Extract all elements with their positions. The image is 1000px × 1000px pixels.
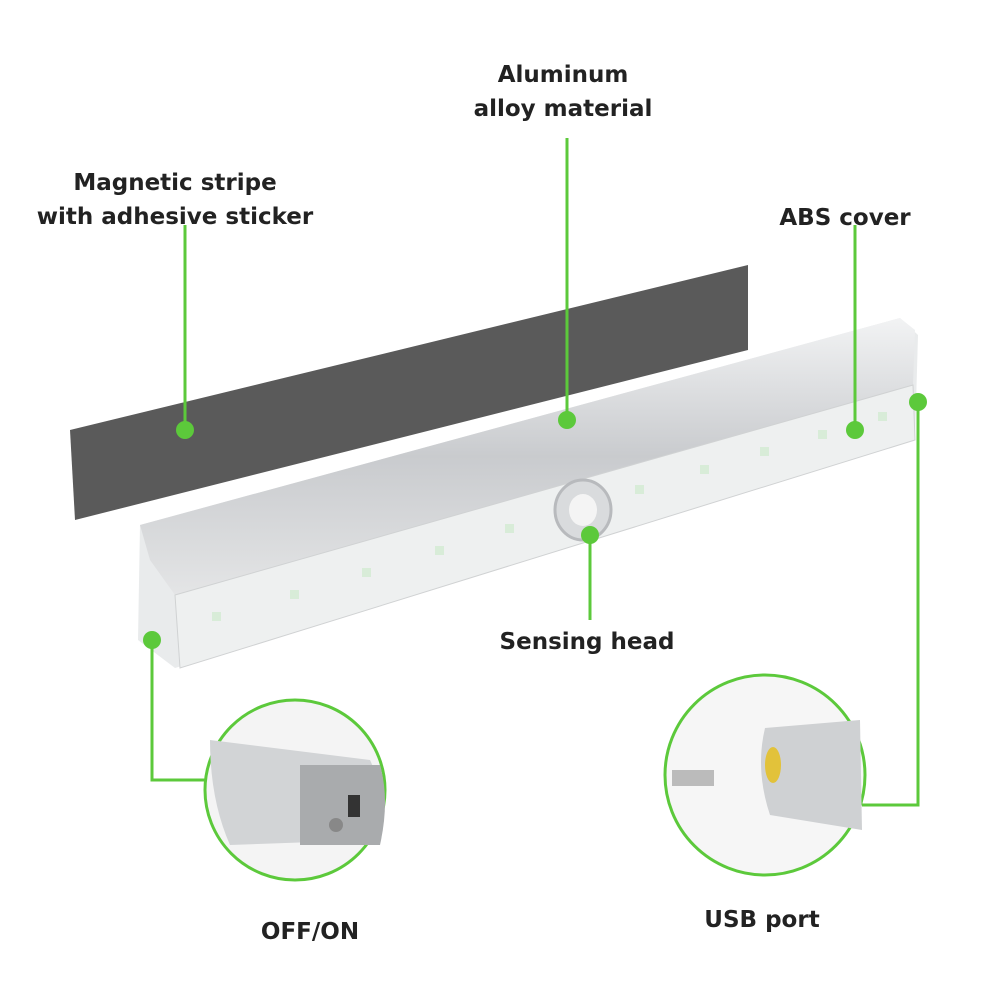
aluminum-label-line2: alloy material <box>473 96 653 122</box>
magnetic-label: Magnetic stripe with adhesive sticker <box>37 166 313 234</box>
switch-label: OFF/ON <box>260 919 360 945</box>
callout-dots <box>143 393 927 649</box>
sensing-head-label: Sensing head <box>499 629 675 655</box>
abs-cover-label: ABS cover <box>779 205 911 231</box>
callout-lines <box>150 138 920 807</box>
aluminum-label-line1: Aluminum <box>497 62 629 88</box>
magnetic-label-line1: Magnetic stripe <box>73 170 277 196</box>
usb-detail-circle <box>663 673 867 877</box>
magnetic-stripe <box>70 265 748 520</box>
switch-detail-circle <box>203 698 387 882</box>
light-bar <box>138 318 918 669</box>
usb-port-label: USB port <box>704 907 820 933</box>
magnetic-label-line2: with adhesive sticker <box>36 204 314 230</box>
aluminum-label: Aluminum alloy material <box>474 58 653 126</box>
